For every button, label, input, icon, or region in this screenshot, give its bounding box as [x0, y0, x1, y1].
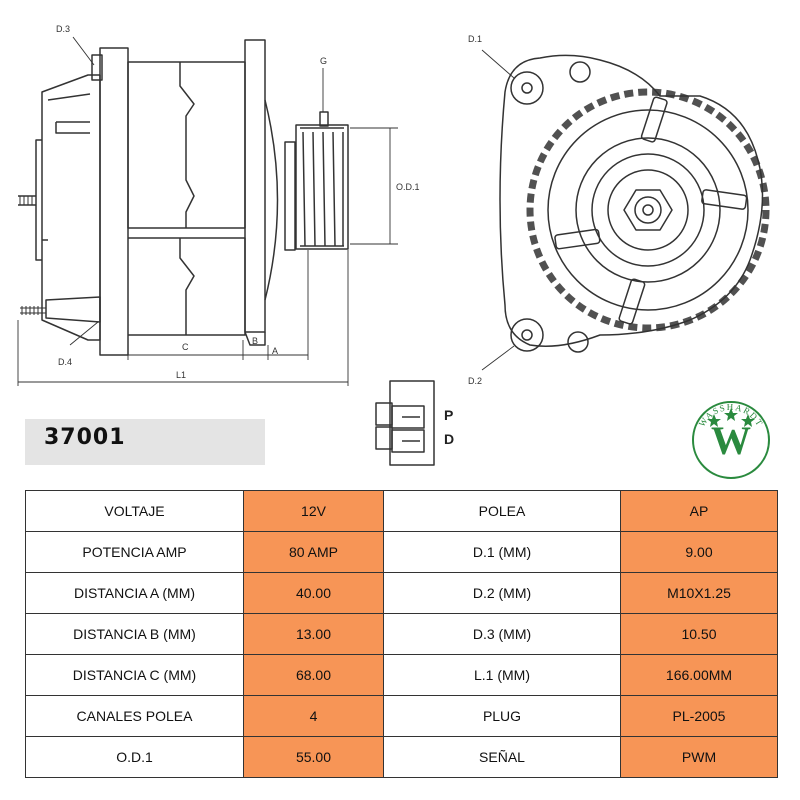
spec-label: DISTANCIA C (MM): [25, 654, 244, 696]
spec-label: D.2 (MM): [383, 572, 621, 614]
plug-connector-diagram: [375, 380, 435, 466]
label-a: A: [272, 346, 278, 356]
label-d4: D.4: [58, 357, 72, 367]
spec-label: CANALES POLEA: [25, 695, 244, 737]
dimension-lines: [17, 36, 398, 386]
logo-stars-icon: [707, 408, 755, 427]
alternator-side-view: [18, 39, 349, 356]
spec-label: VOLTAJE: [25, 490, 244, 532]
label-b: B: [252, 336, 258, 346]
spec-label: DISTANCIA B (MM): [25, 613, 244, 655]
alternator-technical-drawing: D.3 D.4 G C B A L1 O.D.1 D.1 D.2 P D WAS…: [17, 24, 770, 479]
label-d3: D.3: [56, 24, 70, 34]
part-number: 37001: [44, 425, 126, 450]
spec-label: POLEA: [383, 490, 621, 532]
label-g: G: [320, 56, 327, 66]
spec-label: L.1 (MM): [383, 654, 621, 696]
label-c: C: [182, 342, 189, 352]
spec-label: DISTANCIA A (MM): [25, 572, 244, 614]
spec-value: 4: [243, 695, 384, 737]
spec-value: M10X1.25: [620, 572, 778, 614]
label-l1: L1: [176, 370, 186, 380]
spec-label: D.1 (MM): [383, 531, 621, 573]
plug-label-d: D: [444, 431, 454, 447]
label-d2: D.2: [468, 376, 482, 386]
spec-label: O.D.1: [25, 736, 244, 778]
plug-label-p: P: [444, 407, 453, 423]
spec-value: 12V: [243, 490, 384, 532]
spec-value: PWM: [620, 736, 778, 778]
part-number-badge: [25, 419, 265, 465]
spec-value: PL-2005: [620, 695, 778, 737]
alternator-front-view: [481, 49, 770, 371]
spec-value: 68.00: [243, 654, 384, 696]
spec-label: PLUG: [383, 695, 621, 737]
spec-value: 166.00MM: [620, 654, 778, 696]
spec-value: 80 AMP: [243, 531, 384, 573]
spec-value: 40.00: [243, 572, 384, 614]
spec-label: POTENCIA AMP: [25, 531, 244, 573]
spec-label: SEÑAL: [383, 736, 621, 778]
spec-value: 10.50: [620, 613, 778, 655]
spec-label: D.3 (MM): [383, 613, 621, 655]
spec-value: 55.00: [243, 736, 384, 778]
wasshardt-logo: WASSHARDT W: [692, 401, 770, 479]
label-od1: O.D.1: [396, 182, 420, 192]
spec-value: AP: [620, 490, 778, 532]
spec-value: 9.00: [620, 531, 778, 573]
spec-value: 13.00: [243, 613, 384, 655]
label-d1: D.1: [468, 34, 482, 44]
